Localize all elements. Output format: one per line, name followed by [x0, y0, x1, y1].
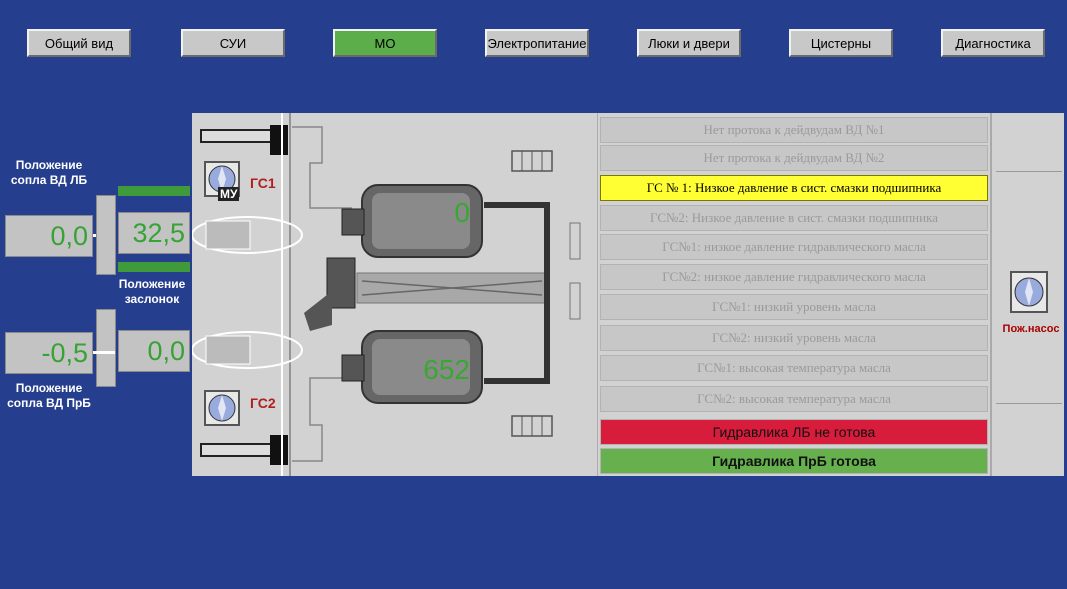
- nozzle-prb-value: -0,5: [5, 332, 93, 374]
- flap-lb-bar-top: [118, 186, 190, 196]
- alarm-row: ГС № 1: Низкое давление в сист. смазки п…: [600, 175, 988, 201]
- nozzle-lb-value: 0,0: [5, 215, 93, 257]
- nav-button-tanks[interactable]: Цистерны: [789, 29, 893, 57]
- nav-button-sui[interactable]: СУИ: [181, 29, 285, 57]
- nozzle-prb-label: Положение сопла ВД ПрБ: [7, 381, 91, 410]
- flap-lb-bar-bottom: [118, 262, 190, 272]
- alarm-row: ГС№2: Низкое давление в сист. смазки под…: [600, 205, 988, 231]
- flaps-label: Положение заслонок: [118, 277, 186, 306]
- flap-prb-value: 0,0: [118, 330, 190, 372]
- right-divider-bottom: [996, 403, 1062, 404]
- alarm-row: ГС№1: высокая температура масла: [600, 355, 988, 381]
- alarm-row: Нет протока к дейдвудам ВД №1: [600, 117, 988, 143]
- nozzle-lb-label: Положение сопла ВД ЛБ: [10, 158, 88, 187]
- alarm-row: Гидравлика ЛБ не готова: [600, 419, 988, 445]
- nozzle-lb-post: [96, 195, 116, 275]
- mu-label: МУ: [218, 187, 240, 201]
- nozzle-prb-connector: [93, 351, 115, 354]
- alarm-row: Нет протока к дейдвудам ВД №2: [600, 145, 988, 171]
- nozzle-prb-post: [96, 309, 116, 387]
- gc2-fan-icon: [204, 390, 240, 426]
- fire-pump-icon[interactable]: [1010, 271, 1048, 313]
- right-section: [990, 113, 1066, 476]
- fire-pump-label: Пож.насос: [1002, 323, 1060, 335]
- alarm-row: Гидравлика ПрБ готова: [600, 448, 988, 474]
- engine-top-value: 0: [454, 197, 470, 228]
- alarm-row: ГС№2: низкое давление гидравлического ма…: [600, 264, 988, 290]
- alarm-row: ГС№2: высокая температура масла: [600, 386, 988, 412]
- gc2-label: ГС2: [250, 395, 276, 411]
- scheme-drawing: [192, 113, 598, 476]
- gc1-label: ГС1: [250, 175, 276, 191]
- nav-button-power[interactable]: Электропитание: [485, 29, 589, 57]
- alarm-row: ГС№1: низкое давление гидравлического ма…: [600, 234, 988, 260]
- flap-lb-value: 32,5: [118, 212, 190, 254]
- nav-button-overview[interactable]: Общий вид: [27, 29, 131, 57]
- alarm-row: ГС№2: низкий уровень масла: [600, 325, 988, 351]
- alarm-row: ГС№1: низкий уровень масла: [600, 294, 988, 320]
- engine-bottom-value: 652: [423, 354, 470, 385]
- nav-button-diagnostics[interactable]: Диагностика: [941, 29, 1045, 57]
- nav-button-hatches[interactable]: Люки и двери: [637, 29, 741, 57]
- right-divider-top: [996, 171, 1062, 172]
- nav-button-mo[interactable]: МО: [333, 29, 437, 57]
